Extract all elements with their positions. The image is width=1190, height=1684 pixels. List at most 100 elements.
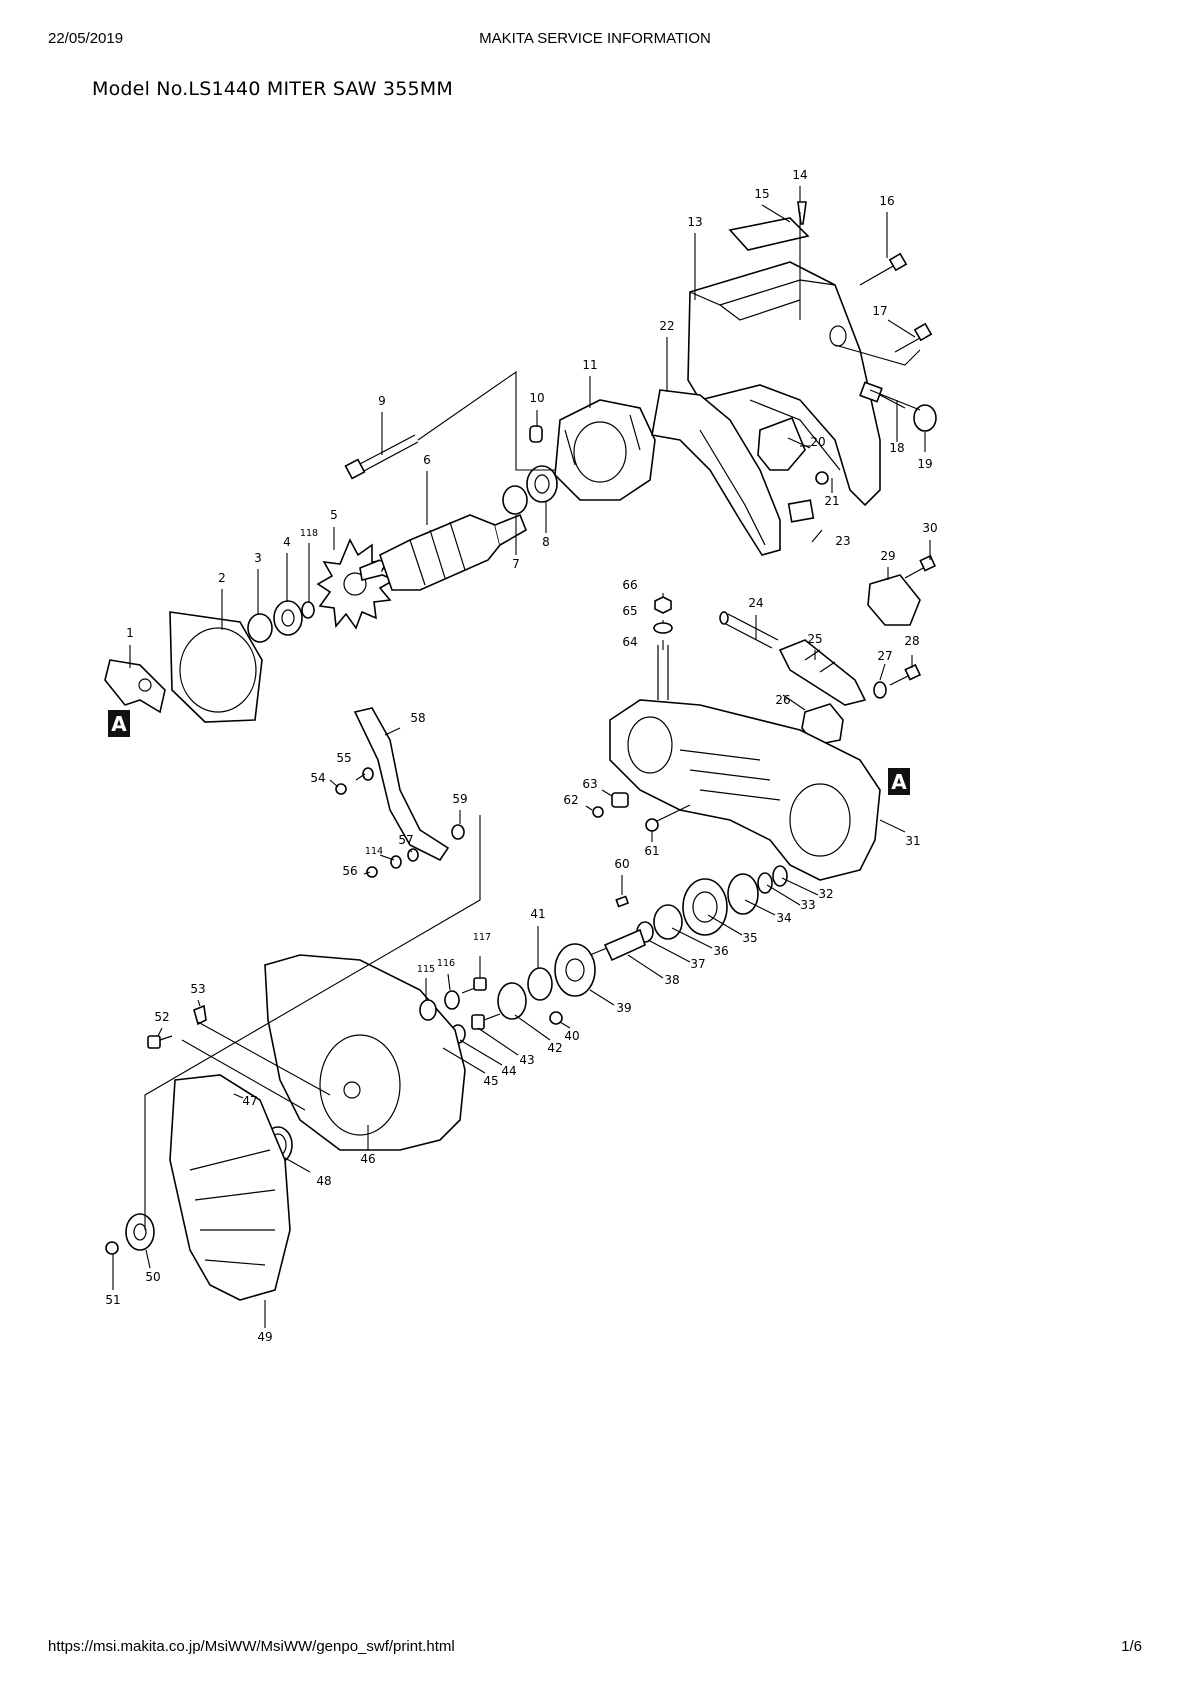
part-20-switch [757,416,811,471]
footer-url: https://msi.makita.co.jp/MsiWW/MsiWW/gen… [48,1638,455,1655]
assembly-guide-lines [144,212,921,1230]
part-label: 16 [879,194,894,208]
part-51-bolt [105,1241,119,1255]
part-61-screw [645,804,691,832]
part-label: 15 [754,187,769,201]
part-57-washer [407,848,419,862]
part-label: 44 [501,1064,516,1078]
part-label: 41 [530,907,545,921]
part-32-ring [772,865,788,887]
part-label: 62 [563,793,578,807]
part-53-clip [193,1004,207,1026]
part-15-nameplate [728,217,810,251]
part-label: 51 [105,1293,120,1307]
part-16-screw [859,252,908,286]
part-label: 117 [473,932,491,943]
part-label: 53 [190,982,205,996]
part-label: 23 [835,534,850,548]
part-18-carbon-brush [859,381,906,409]
part-label: 25 [807,632,822,646]
part-56-screw [366,866,378,878]
part-50-flange [125,1213,155,1251]
part-label: 42 [547,1041,562,1055]
part-label: 26 [775,693,790,707]
part-label: 39 [616,1001,631,1015]
part-label: 64 [622,635,637,649]
part-40-screw [549,1011,563,1025]
part-label: 56 [342,864,357,878]
part-label: 52 [154,1010,169,1024]
part-9-screw [344,434,419,480]
reference-mark-a-left: A [108,710,130,737]
reference-mark-a-right-label: A [891,770,907,794]
part-31-gear-housing [609,699,881,881]
part-label: 61 [644,844,659,858]
part-33-ring [757,872,773,894]
part-2-opening [179,627,257,713]
part-label: 45 [483,1074,498,1088]
part-label: 59 [452,792,467,806]
part-label: 21 [824,494,839,508]
part-label: 5 [330,508,338,522]
part-25-grip [778,639,867,706]
part-label: 27 [877,649,892,663]
part-34-gear [727,873,759,915]
part-label: 32 [818,887,833,901]
part-label: 22 [659,319,674,333]
print-date: 22/05/2019 [48,30,124,47]
part-label: 14 [792,168,807,182]
part-label: 10 [529,391,544,405]
part-115-washer [419,999,437,1021]
part-label: 60 [614,857,629,871]
part-label: 58 [410,711,425,725]
part-label: 7 [512,557,520,571]
part-35-bearing-box [682,878,728,936]
part-label: 30 [922,521,937,535]
part-19-brush-cap [913,404,937,432]
part-number-labels: 1 2 3 4 118 5 6 7 8 9 10 11 13 14 15 16 … [105,168,937,1344]
part-43-bolt [471,1013,501,1030]
part-1-plate [104,659,166,714]
part-114-washer [390,855,402,869]
model-title: Model No.LS1440 MITER SAW 355MM [92,78,453,100]
part-label: 40 [564,1029,579,1043]
part-17-screw [894,322,933,353]
part-label: 116 [437,958,455,969]
part-117-screw [461,977,487,994]
part-13-motor-housing [687,261,881,507]
part-label: 49 [257,1330,272,1344]
part-label: 33 [800,898,815,912]
part-28-screw [889,663,922,686]
part-label: 8 [542,535,550,549]
part-14-screw [797,201,807,225]
part-118-ring [301,601,315,619]
part-27-washer [873,681,887,699]
part-7-washer [502,485,528,515]
part-55-washer [362,767,374,781]
part-63-stopper [611,792,629,808]
part-38-spindle [589,928,646,962]
part-label: 19 [917,457,932,471]
part-label: 47 [242,1094,257,1108]
part-label: 54 [310,771,325,785]
part-label: 24 [748,596,763,610]
part-116-washer [444,990,460,1010]
part-label: 18 [889,441,904,455]
part-label: 63 [582,777,597,791]
part-11-field [554,399,656,501]
part-64-bolt [657,645,669,700]
part-42-outer-flange [497,982,527,1020]
part-54-screw [335,783,347,795]
part-label: 57 [398,833,413,847]
part-label: 28 [904,634,919,648]
part-label: 17 [872,304,887,318]
part-label: 115 [417,964,435,975]
part-8-bearing [526,465,558,503]
part-60-key [615,895,630,908]
part-1-hole [138,678,152,692]
part-label: 2 [218,571,226,585]
part-66-nut [654,596,672,614]
part-36-bearing [653,904,683,940]
part-4-bearing [273,600,303,636]
